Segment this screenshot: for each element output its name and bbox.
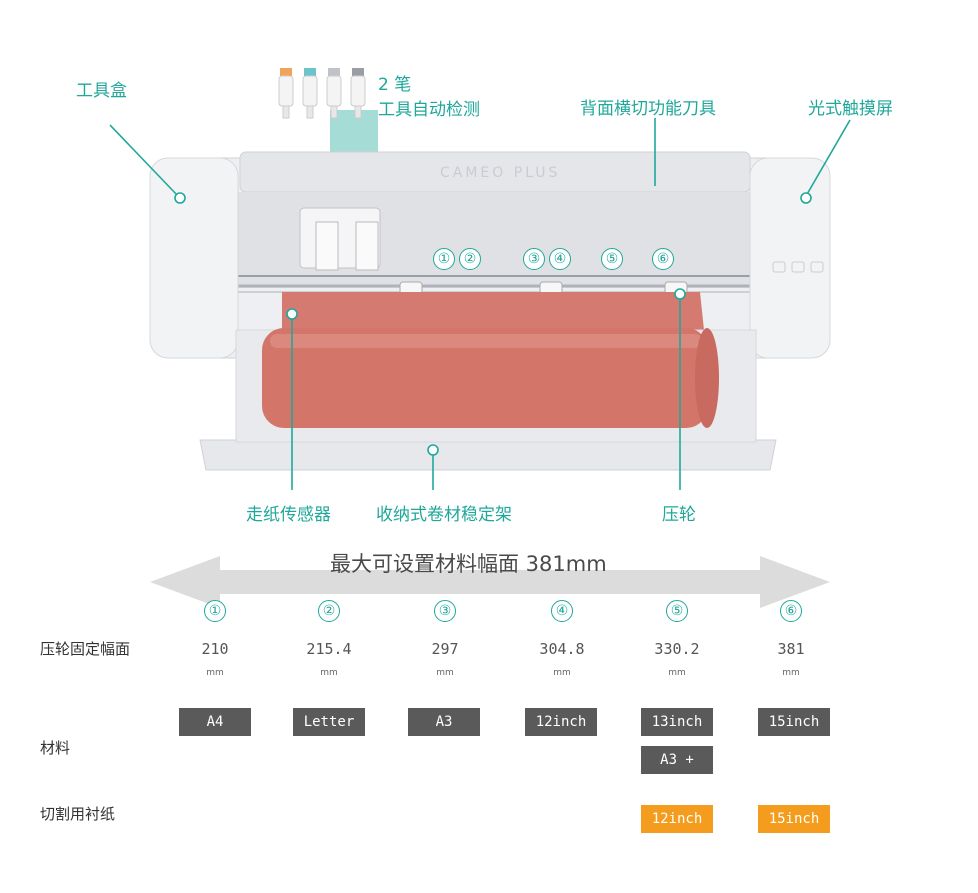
column-number: ② <box>318 600 340 622</box>
roller-width-value: 215.4 <box>306 640 352 658</box>
pen-count-label: 2 笔 <box>378 75 412 95</box>
max-width-title: 最大可设置材料幅面 381mm <box>330 552 607 576</box>
column-number: ① <box>204 600 226 622</box>
touch-screen-label: 光式触摸屏 <box>808 99 893 119</box>
row-label-roller-width: 压轮固定幅面 <box>40 640 131 658</box>
roller-position-marker: ④ <box>549 248 571 270</box>
row-label-material: 材料 <box>40 739 71 757</box>
carrier-tag: 12inch <box>641 805 713 833</box>
unit-label: mm <box>668 668 686 678</box>
unit-label: mm <box>206 668 224 678</box>
column-number: ⑥ <box>780 600 802 622</box>
material-tag: A4 <box>179 708 251 736</box>
paper-sensor-label: 走纸传感器 <box>246 505 331 525</box>
unit-label: mm <box>782 668 800 678</box>
cutting-machine-illustration: CAMEO PLUS <box>109 110 851 490</box>
roller-position-marker: ⑥ <box>652 248 674 270</box>
unit-label: mm <box>553 668 571 678</box>
material-tag: A3 + <box>641 746 713 774</box>
roller-position-marker: ② <box>459 248 481 270</box>
unit-label: mm <box>436 668 454 678</box>
material-tag: 15inch <box>758 708 830 736</box>
pen-tools-icon <box>278 68 366 119</box>
roller-width-value: 381 <box>777 640 805 658</box>
unit-label: mm <box>320 668 338 678</box>
carrier-tag: 15inch <box>758 805 830 833</box>
material-tag: Letter <box>293 708 365 736</box>
roll-holder-label: 收纳式卷材稳定架 <box>376 505 512 525</box>
column-number: ⑤ <box>666 600 688 622</box>
roller-position-marker: ① <box>433 248 455 270</box>
roller-width-value: 210 <box>201 640 229 658</box>
roller-width-value: 297 <box>431 640 459 658</box>
cross-cutter-label: 背面横切功能刀具 <box>580 99 716 119</box>
tool-box-label: 工具盒 <box>76 81 127 101</box>
row-label-carrier: 切割用衬纸 <box>40 805 116 823</box>
auto-detect-label: 工具自动检测 <box>378 100 480 120</box>
roller-width-value: 330.2 <box>654 640 700 658</box>
width-double-arrow <box>150 556 830 608</box>
column-number: ④ <box>551 600 573 622</box>
roller-width-value: 304.8 <box>539 640 585 658</box>
material-tag: A3 <box>408 708 480 736</box>
brand-text: CAMEO PLUS <box>440 165 560 181</box>
roller-position-marker: ⑤ <box>601 248 623 270</box>
column-number: ③ <box>434 600 456 622</box>
pinch-roller-label: 压轮 <box>662 505 696 525</box>
material-tag: 12inch <box>525 708 597 736</box>
material-tag: 13inch <box>641 708 713 736</box>
roller-position-marker: ③ <box>523 248 545 270</box>
